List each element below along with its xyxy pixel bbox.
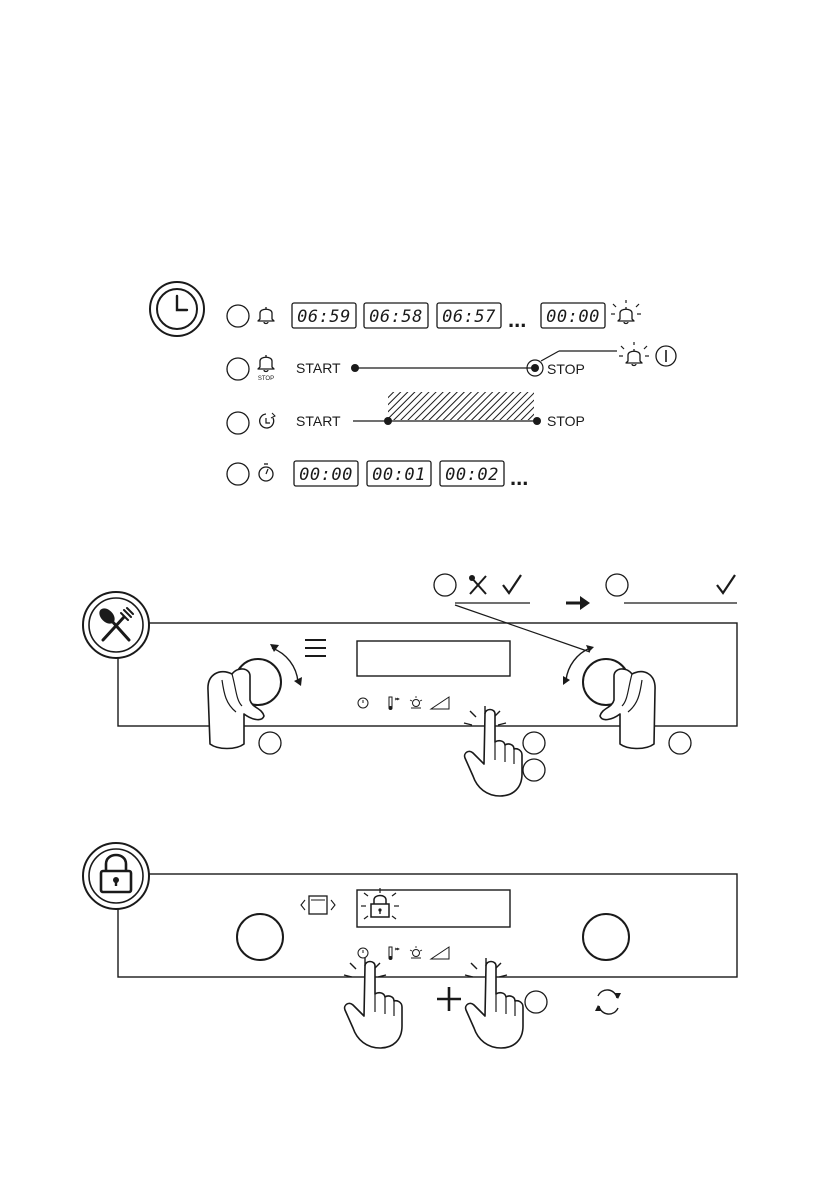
touch-hand (465, 958, 523, 1048)
start-label: START (296, 360, 341, 376)
display-box: 00:02 (440, 461, 504, 486)
pointer-line (455, 605, 590, 652)
cooking-section (83, 574, 737, 796)
step-marker (227, 305, 249, 327)
spoon-fork-icon (83, 592, 149, 658)
step-marker (227, 412, 249, 434)
left-knob[interactable] (237, 914, 283, 960)
ellipsis: ... (510, 465, 528, 490)
display-box: 06:57 (437, 303, 501, 328)
step-marker (227, 358, 249, 380)
delayed-start-icon (260, 413, 275, 428)
display-value: 06:59 (297, 307, 351, 327)
timer-row-countdown: 06:59 06:58 06:57 ... 00:00 (227, 300, 641, 332)
display-value: 00:01 (372, 465, 426, 485)
display-box: 06:59 (292, 303, 356, 328)
timer-row-delayed-start: START STOP (227, 392, 585, 434)
lock-section (83, 843, 737, 1048)
stop-label: STOP (547, 413, 585, 429)
timer-row-stopwatch: 00:00 00:01 00:02 ... (227, 461, 528, 490)
display-box: 00:01 (367, 461, 431, 486)
checkmark-icon (503, 575, 521, 593)
step-marker (523, 732, 545, 754)
step-marker (525, 991, 547, 1013)
display-value: 00:00 (299, 465, 353, 485)
oven-select-icon (301, 896, 335, 914)
display-value: 00:00 (546, 307, 600, 327)
step-marker (434, 574, 456, 596)
power-icon (656, 346, 676, 366)
step-marker (227, 463, 249, 485)
display-box: 06:58 (364, 303, 428, 328)
cooking-period-hatch (388, 392, 534, 420)
ringing-bell-icon (619, 342, 649, 366)
bell-icon (258, 307, 274, 324)
ellipsis: ... (508, 307, 526, 332)
start-label: START (296, 413, 341, 429)
timer-section: 06:59 06:58 06:57 ... 00:00 STOP START (150, 282, 676, 490)
display-value: 06:58 (369, 307, 423, 327)
touch-hand (344, 958, 402, 1048)
bell-stop-icon (258, 355, 274, 372)
padlock-icon (83, 843, 149, 909)
right-knob[interactable] (583, 914, 629, 960)
plus-icon (437, 987, 461, 1011)
checkmark-icon (717, 575, 735, 593)
blinking-lock-icon (361, 888, 399, 919)
step-marker (523, 759, 545, 781)
spoon-fork-icon (469, 575, 486, 594)
touch-hand (464, 706, 522, 796)
display-value: 06:57 (442, 307, 496, 327)
icon-caption: STOP (258, 376, 274, 382)
display-box: 00:00 (294, 461, 358, 486)
step-marker (259, 732, 281, 754)
display-window (357, 641, 510, 676)
display-icon-row (358, 946, 449, 960)
ringing-bell-icon (611, 300, 641, 324)
stop-label: STOP (547, 361, 585, 377)
clock-icon (150, 282, 204, 336)
step-marker (669, 732, 691, 754)
refresh-icon (595, 990, 621, 1014)
stopwatch-icon (259, 464, 273, 481)
arrow-right-icon (566, 596, 590, 610)
display-icon-row (358, 696, 449, 710)
display-box: 00:00 (541, 303, 605, 328)
step-marker (606, 574, 628, 596)
timer-row-end-time: STOP START STOP (227, 342, 676, 382)
display-value: 00:02 (445, 465, 499, 485)
menu-lines-icon (305, 640, 326, 656)
